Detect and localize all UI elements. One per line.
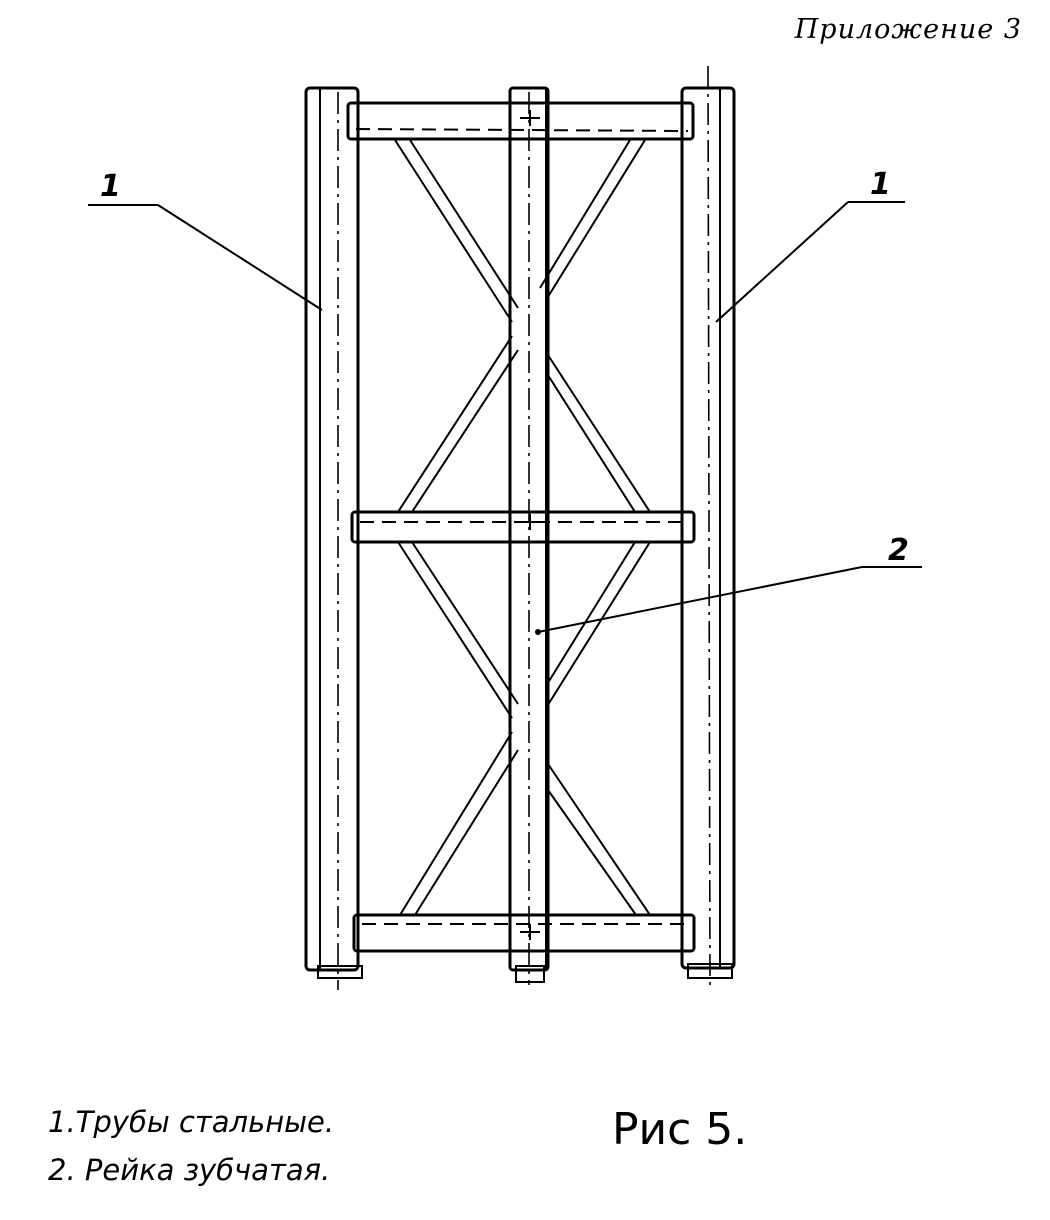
callout-label-right-pipe: 1: [870, 167, 891, 202]
right-steel-pipe: [680, 65, 736, 987]
left-steel-pipe: [304, 86, 363, 990]
callout-label-rack: 2: [888, 533, 909, 568]
callout-leaders: [88, 201, 922, 635]
legend: 1.Трубы стальные. 2. Рейка зубчатая.: [48, 1098, 334, 1194]
figure-caption: Рис 5.: [612, 1104, 748, 1155]
callout-label-left-pipe: 1: [100, 169, 121, 204]
appendix-label: Приложение 3: [794, 14, 1022, 45]
toothed-rack: [508, 86, 550, 985]
legend-item-steel-pipes: 1.Трубы стальные.: [48, 1105, 335, 1139]
diagonal-bracing: [394, 139, 651, 916]
legend-item-toothed-rack: 2. Рейка зубчатая.: [48, 1153, 331, 1187]
cross-beams: [346, 101, 696, 953]
